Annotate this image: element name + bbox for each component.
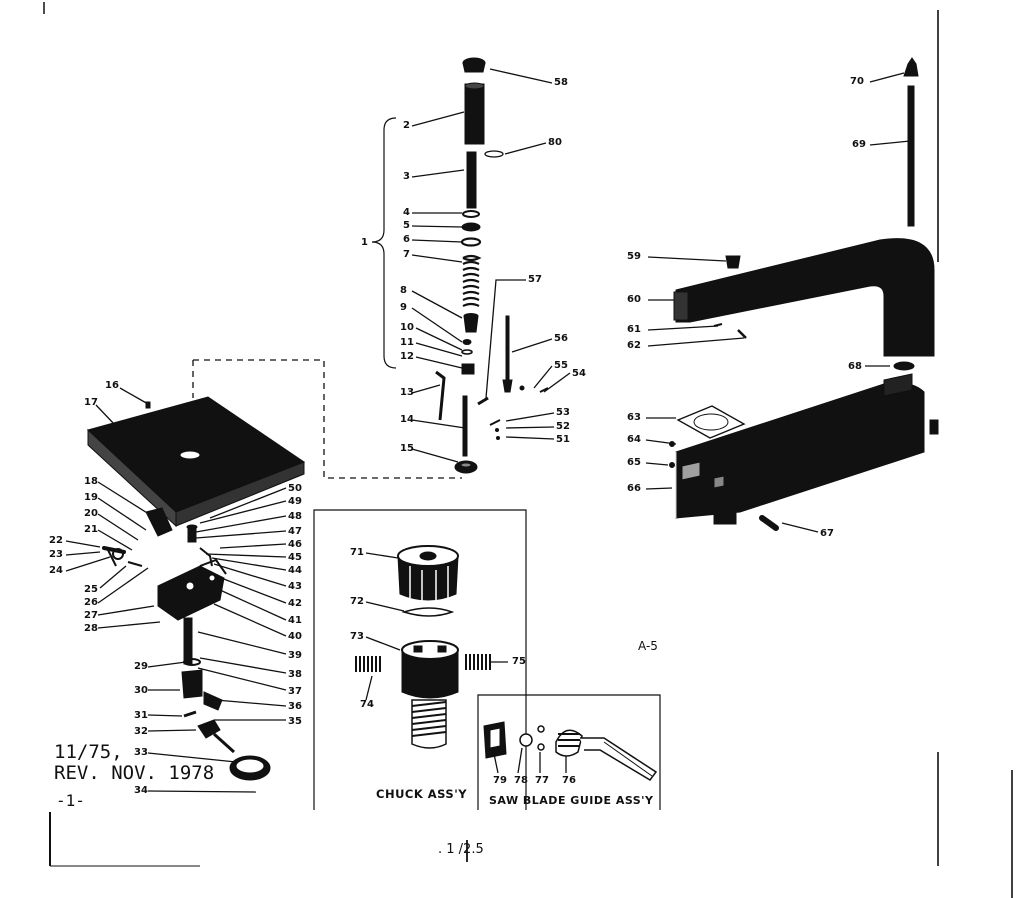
part-number-76: 76 (562, 775, 576, 786)
part-number-13: 13 (400, 387, 414, 398)
part-number-32: 32 (134, 726, 148, 737)
part-number-55: 55 (554, 360, 568, 371)
part-number-22: 22 (49, 535, 63, 546)
part-number-33: 33 (134, 747, 148, 758)
part-number-28: 28 (84, 623, 98, 634)
saw-blade-guide-assembly-caption: SAW BLADE GUIDE ASS'Y (489, 794, 654, 807)
part-number-57: 57 (528, 274, 542, 285)
part-number-60: 60 (627, 294, 641, 305)
part-number-38: 38 (288, 669, 302, 680)
part-number-44: 44 (288, 565, 302, 576)
part-number-26: 26 (84, 597, 98, 608)
part-number-40: 40 (288, 631, 302, 642)
part-number-59: 59 (627, 251, 641, 262)
part-number-49: 49 (288, 496, 302, 507)
page-marker: -1- (56, 791, 85, 810)
part-number-50: 50 (288, 483, 302, 494)
part-number-39: 39 (288, 650, 302, 661)
part-number-6: 6 (403, 234, 410, 245)
part-number-19: 19 (84, 492, 98, 503)
part-number-56: 56 (554, 333, 568, 344)
part-number-11: 11 (400, 337, 414, 348)
part-number-75: 75 (512, 656, 526, 667)
part-number-15: 15 (400, 443, 414, 454)
part-number-34: 34 (134, 785, 148, 796)
part-number-46: 46 (288, 539, 302, 550)
part-number-24: 24 (49, 565, 63, 576)
part-number-73: 73 (350, 631, 364, 642)
part-number-4: 4 (403, 207, 410, 218)
part-number-64: 64 (627, 434, 641, 445)
part-number-77: 77 (535, 775, 549, 786)
part-number-62: 62 (627, 340, 641, 351)
part-number-69: 69 (852, 139, 866, 150)
part-number-2: 2 (403, 120, 410, 131)
part-number-12: 12 (400, 351, 414, 362)
part-number-70: 70 (850, 76, 864, 87)
part-number-7: 7 (403, 249, 410, 260)
part-number-21: 21 (84, 524, 98, 535)
part-number-48: 48 (288, 511, 302, 522)
part-number-61: 61 (627, 324, 641, 335)
part-number-74: 74 (360, 699, 374, 710)
part-number-41: 41 (288, 615, 302, 626)
part-number-58: 58 (554, 77, 568, 88)
part-number-5: 5 (403, 220, 410, 231)
part-number-29: 29 (134, 661, 148, 672)
part-number-68: 68 (848, 361, 862, 372)
part-number-71: 71 (350, 547, 364, 558)
part-number-9: 9 (400, 302, 407, 313)
part-number-3: 3 (403, 171, 410, 182)
revision-date-line2: REV. NOV. 1978 (54, 762, 215, 784)
part-number-65: 65 (627, 457, 641, 468)
part-number-8: 8 (400, 285, 407, 296)
part-number-10: 10 (400, 322, 414, 333)
part-number-52: 52 (556, 421, 570, 432)
part-number-43: 43 (288, 581, 302, 592)
part-number-35: 35 (288, 716, 302, 727)
part-number-23: 23 (49, 549, 63, 560)
part-number-27: 27 (84, 610, 98, 621)
revision-date-line1: 11/75, (54, 741, 123, 763)
part-number-53: 53 (556, 407, 570, 418)
part-number-63: 63 (627, 412, 641, 423)
part-number-54: 54 (572, 368, 586, 379)
part-number-67: 67 (820, 528, 834, 539)
part-number-31: 31 (134, 710, 148, 721)
part-number-20: 20 (84, 508, 98, 519)
part-number-17: 17 (84, 397, 98, 408)
part-number-14: 14 (400, 414, 414, 425)
chuck-assembly-caption: CHUCK ASS'Y (376, 787, 468, 801)
part-number-78: 78 (514, 775, 528, 786)
part-number-42: 42 (288, 598, 302, 609)
part-number-72: 72 (350, 596, 364, 607)
part-number-66: 66 (627, 483, 641, 494)
part-number-79: 79 (493, 775, 507, 786)
part-number-30: 30 (134, 685, 148, 696)
view-code: A-5 (638, 639, 658, 653)
part-number-25: 25 (84, 584, 98, 595)
part-number-18: 18 (84, 476, 98, 487)
part-number-80: 80 (548, 137, 562, 148)
part-number-36: 36 (288, 701, 302, 712)
part-number-16: 16 (105, 380, 119, 391)
part-number-47: 47 (288, 526, 302, 537)
part-number-1: 1 (361, 237, 368, 248)
part-number-51: 51 (556, 434, 570, 445)
part-number-45: 45 (288, 552, 302, 563)
part-number-37: 37 (288, 686, 302, 697)
bottom-note: . 1 /2.5 (438, 842, 484, 857)
